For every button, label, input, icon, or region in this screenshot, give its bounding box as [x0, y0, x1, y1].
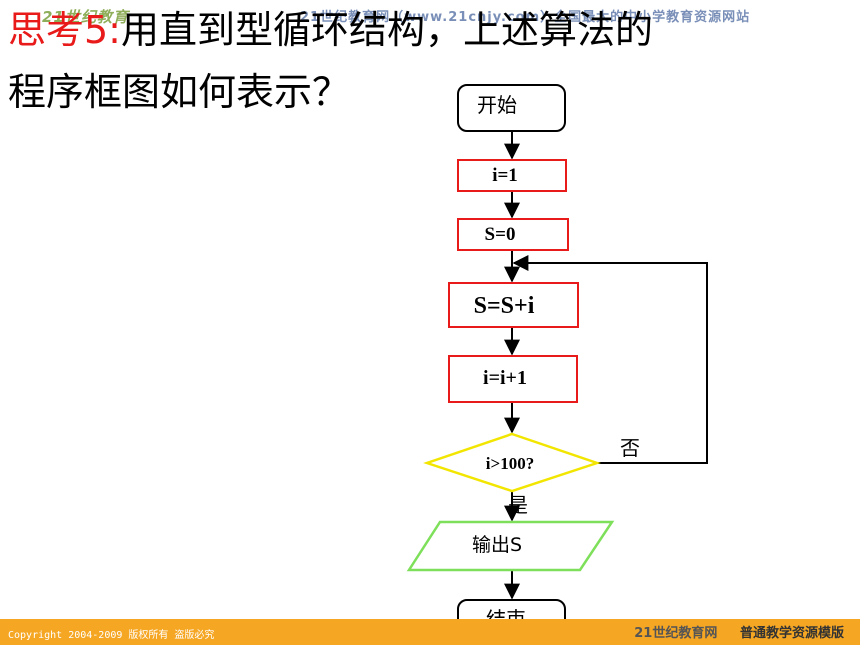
accumulate-label: S=S+i [474, 293, 535, 319]
decision-label: i>100? [486, 454, 534, 473]
watermark: 21世纪教育 21世纪教育网（www.21cnjy.com）全国最大的中小学教育… [0, 0, 860, 30]
process-increment [448, 355, 578, 403]
flow-connectors [504, 131, 708, 600]
no-label: 否 [620, 436, 640, 460]
decision-diamond [423, 432, 601, 493]
slide-title-line-1: 思考5:用直到型循环结构，上述算法的 [8, 8, 653, 52]
output-io [406, 520, 615, 572]
slide-title-line-2: 程序框图如何表示？ [8, 70, 351, 114]
title-prefix: 思考5: [8, 8, 121, 52]
title-line1-text: 用直到型循环结构，上述算法的 [120, 8, 653, 52]
start-terminal [457, 84, 566, 132]
footer-brand: 21世纪教育网 普通教学资源模版 [634, 622, 844, 641]
process-accumulate [448, 282, 579, 328]
output-label: 输出S [472, 534, 522, 556]
yes-label: 是 [508, 493, 528, 517]
watermark-logo: 21世纪教育 [42, 8, 129, 26]
copyright-text: Copyright 2004-2009 版权所有 盗版必究 [8, 630, 215, 641]
footer-bar: Copyright 2004-2009 版权所有 盗版必究 21世纪教育网 普通… [0, 619, 860, 645]
loop-back-no [512, 255, 708, 464]
increment-label: i=i+1 [483, 367, 527, 389]
init-i-label: i=1 [492, 165, 518, 186]
footer-site: 21世纪教育网 [634, 626, 718, 641]
footer-template: 普通教学资源模版 [739, 626, 844, 641]
watermark-text: 21世纪教育网（www.21cnjy.com）全国最大的中小学教育资源网站 [300, 10, 751, 25]
process-init-s [457, 218, 569, 251]
init-s-label: S=0 [485, 224, 516, 245]
process-init-i [457, 159, 567, 192]
start-label: 开始 [477, 93, 517, 117]
